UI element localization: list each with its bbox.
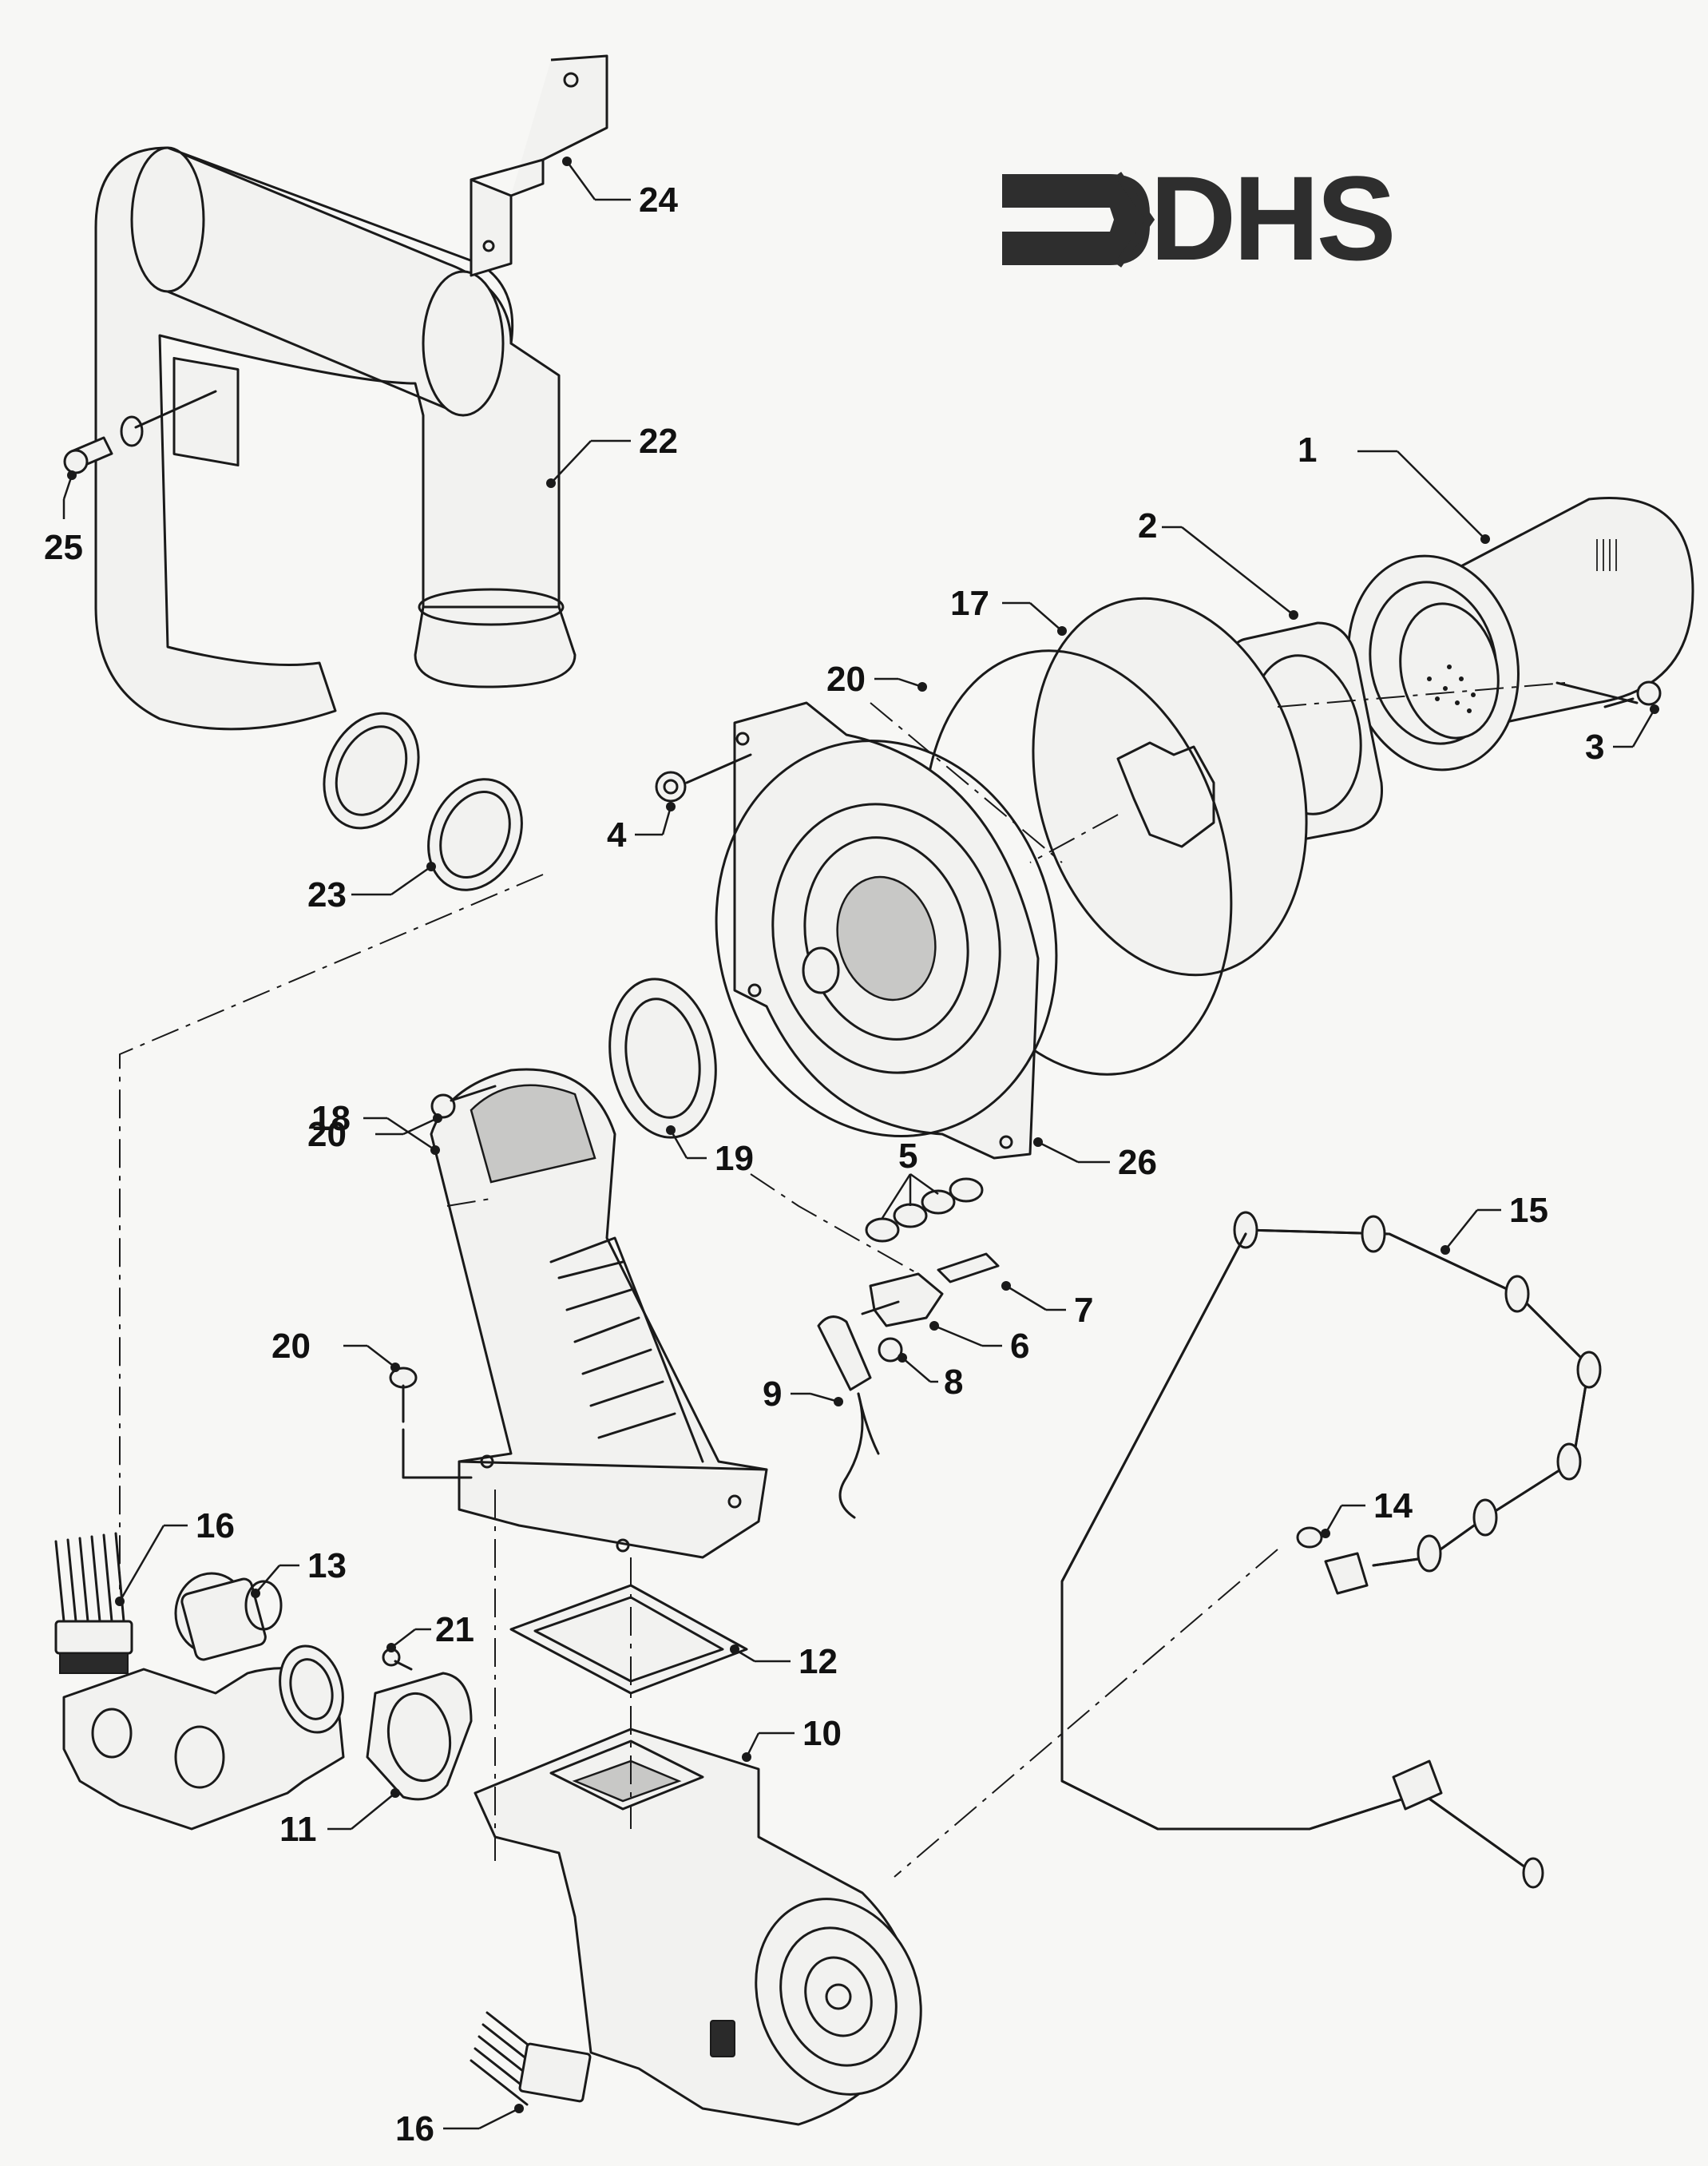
duct-louvres: [557, 1260, 676, 1439]
callout-9: 9: [763, 1375, 782, 1414]
callout-4: 4: [607, 815, 627, 855]
part-1-burner-tube: [1347, 450, 1694, 772]
part-20-screw-lower: [382, 1628, 431, 1671]
part-18-air-inlet-duct: [363, 1068, 768, 1559]
part-16-wiring-connector-upper: [54, 1524, 188, 1674]
callout-8: 8: [944, 1363, 963, 1402]
assembly-axes: [119, 682, 1566, 1878]
part-23-seal-ring: [351, 778, 523, 896]
callout-1: 1: [1298, 430, 1317, 470]
part-20-screw-middle: [343, 1344, 473, 1479]
callout-7: 7: [1074, 1291, 1093, 1330]
part-7-electrode-bracket: [937, 1252, 1066, 1311]
part-20-screw-upper: [375, 1085, 497, 1136]
burner-perforations: [1427, 664, 1476, 713]
logo-arrow-mark: [1002, 174, 1150, 265]
part-16-wiring-connector-lower: [443, 2011, 592, 2130]
callout-16-upper: 16: [196, 1506, 235, 1545]
callout-20-lower: 21: [435, 1610, 474, 1649]
callout-labels: 1 2 3 4 5 6 7 8 9 10 11 12 13 14 15 16 1…: [44, 180, 1604, 2148]
callout-18-placeholder-21: 20: [826, 660, 866, 699]
dhs-logo: DHS: [1002, 151, 1397, 285]
callout-6: 6: [1010, 1327, 1029, 1366]
callout-3: 3: [1585, 728, 1604, 767]
callout-20-upper: 20: [307, 1115, 347, 1154]
pipe-couplings: [1233, 1211, 1602, 1573]
callout-10: 10: [802, 1714, 842, 1753]
callout-23: 23: [307, 875, 347, 914]
callout-14: 14: [1373, 1486, 1413, 1525]
callout-5: 5: [898, 1137, 917, 1176]
part-25-screw: [62, 390, 217, 519]
blower-connector-socket: [710, 2020, 735, 2057]
part-8-electrode-nut: [878, 1337, 938, 1383]
part-24-mounting-bracket: [470, 54, 631, 277]
part-13-gas-valve: [62, 1564, 345, 1831]
callout-16-lower: 16: [395, 2109, 434, 2148]
part-11-valve-gasket: [327, 1672, 473, 1831]
part-5-clips: [865, 1172, 984, 1243]
callout-24: 24: [639, 180, 678, 220]
callout-18: 18: [311, 1099, 351, 1138]
part-15-gas-pipe: [1060, 1208, 1602, 1889]
callout-25: 25: [44, 528, 83, 567]
part-22-exhaust-pipe: [94, 146, 631, 830]
part-14-pipe-fitting: [1296, 1504, 1369, 1595]
callout-19: 19: [715, 1139, 754, 1178]
callout-20-middle: 20: [271, 1327, 311, 1366]
callout-17: 17: [950, 584, 989, 623]
part-10-blower-fan: [474, 1728, 922, 2126]
part-6-ignition-electrode: [861, 1272, 1002, 1347]
callout-2: 2: [1138, 506, 1157, 545]
burner-label-stripes: [1596, 539, 1617, 571]
part-17-heat-shield: [1002, 597, 1308, 977]
callout-15: 15: [1509, 1191, 1548, 1230]
callout-22: 22: [639, 422, 678, 461]
part-12-square-gasket: [509, 1584, 791, 1695]
part-9-ignition-lead: [791, 1315, 880, 1519]
part-19-gasket: [608, 978, 717, 1160]
part-3-screw: [1555, 680, 1662, 748]
callout-13: 13: [307, 1546, 347, 1585]
part-4-nut: [635, 753, 752, 836]
logo-text: DHS: [1150, 151, 1393, 285]
callout-26: 26: [1118, 1143, 1157, 1182]
part-26-mounting-plate: [715, 701, 1110, 1164]
callout-11: 11: [279, 1810, 317, 1849]
callout-12: 12: [799, 1642, 838, 1681]
